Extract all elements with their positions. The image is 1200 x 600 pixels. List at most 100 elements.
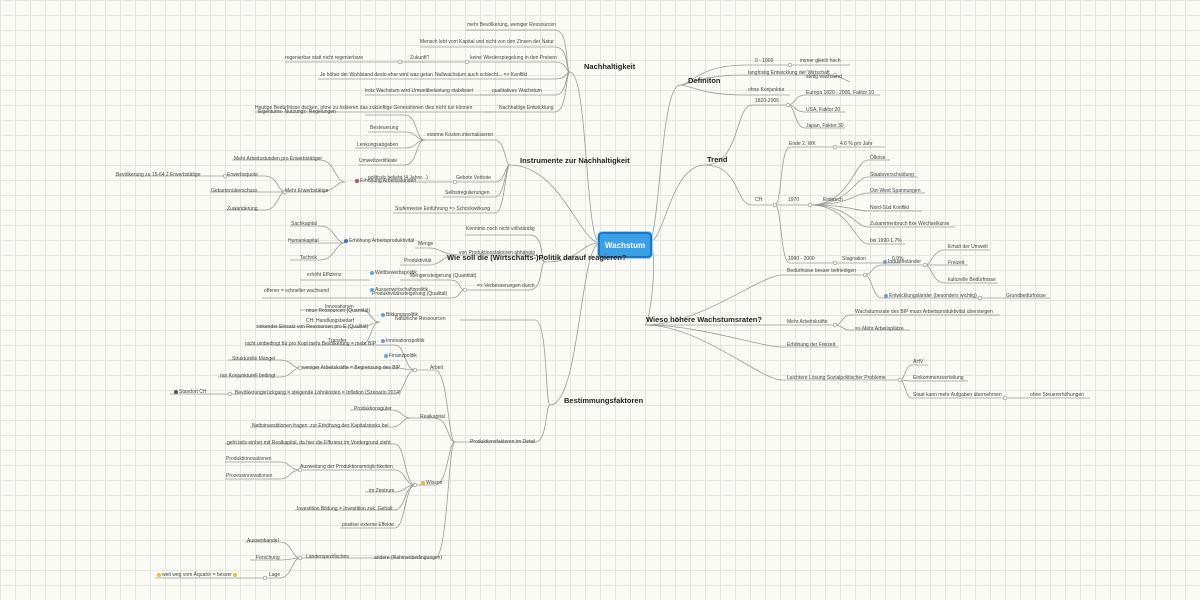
node[interactable]: Grundbedürfnisse bbox=[1006, 293, 1046, 299]
node[interactable]: Prozessinnovationen bbox=[226, 473, 273, 479]
node[interactable]: Produktionsfaktoren im Detail bbox=[470, 439, 536, 445]
node[interactable]: Heutige Bedürfnisse decken, ohne zu risk… bbox=[255, 105, 473, 111]
node[interactable]: Erhöhung der Freizeit bbox=[787, 342, 836, 348]
node[interactable]: Geburtenüberschuss bbox=[211, 188, 258, 194]
node[interactable]: Mehr Arbeitskräfte bbox=[787, 319, 828, 325]
node[interactable]: Länderspezifisches bbox=[306, 554, 349, 560]
node[interactable]: Staat kann mehr Aufgaben übernehmen bbox=[913, 392, 1002, 398]
branch-definiton[interactable]: Definiton bbox=[688, 76, 721, 85]
node[interactable]: neue Ressourcen (Quantität) bbox=[306, 308, 371, 314]
node[interactable]: keine Wiederspiegelung in den Preisen bbox=[470, 55, 557, 61]
node[interactable]: Japan, Faktor 30 bbox=[806, 123, 844, 129]
node[interactable]: Produktionsgüter bbox=[354, 406, 392, 412]
node[interactable]: Erhöhung Arbeitsstunden bbox=[355, 178, 416, 184]
node[interactable]: AHV bbox=[913, 359, 924, 365]
node[interactable]: im Zentrum bbox=[369, 488, 395, 494]
node[interactable]: Besteuerung bbox=[370, 125, 399, 131]
node[interactable]: positive externe Effekte bbox=[342, 522, 394, 528]
node[interactable]: Ausweitung der Produktionsmöglichkeiten bbox=[300, 464, 393, 470]
node[interactable]: trotz Wachstum wird Umweltbelastung stab… bbox=[365, 88, 474, 94]
node[interactable]: langfristig Entwicklung der Wirtschaft bbox=[748, 70, 830, 76]
node[interactable]: Transfer bbox=[328, 338, 347, 344]
node[interactable]: Nord-Süd Konflikt bbox=[870, 205, 910, 211]
node[interactable]: bis 1990 1.7% bbox=[870, 238, 902, 244]
node[interactable]: USA, Faktor 20 bbox=[806, 107, 841, 113]
node[interactable]: Ende 2. WK bbox=[789, 141, 816, 147]
node[interactable]: Staatsverschuldung bbox=[870, 172, 914, 178]
node[interactable]: Nachhaltige Entwicklung bbox=[499, 105, 554, 111]
node[interactable]: 1820-2006 bbox=[755, 98, 779, 104]
node[interactable]: ohne Konjunktur bbox=[748, 87, 785, 93]
node[interactable]: Forschung bbox=[256, 555, 280, 561]
node[interactable]: Arbeit bbox=[430, 365, 444, 371]
node[interactable]: sinkender Einsatz von Ressourcen pro E (… bbox=[256, 324, 369, 330]
node[interactable]: Finanzpolitik bbox=[384, 353, 417, 359]
node[interactable]: Je höher der Wohlstand desto eher wird w… bbox=[320, 72, 433, 78]
node[interactable]: Wachstumsrate des BIP muss Arbeitsproduk… bbox=[855, 309, 993, 315]
node[interactable]: 4.6 % pro Jahr bbox=[840, 141, 873, 147]
node[interactable]: Einkommensverteilung bbox=[913, 375, 964, 381]
node[interactable]: mehr Bevölkerung = mehr BIP bbox=[309, 341, 377, 347]
node[interactable]: Leichtere Lösung Sozialpolitischer Probl… bbox=[787, 375, 886, 381]
node[interactable]: Freizeit bbox=[948, 260, 965, 266]
node[interactable]: Mehr Arbeitsstunden pro Erwerbstätiger bbox=[234, 156, 323, 162]
node[interactable]: Bedürfnisse besser befriedigen bbox=[787, 268, 856, 274]
node[interactable]: immer gleich hoch bbox=[800, 58, 841, 64]
node[interactable]: Zusammenbruch fixe Wechselkurse bbox=[870, 221, 950, 227]
node[interactable]: externe Kosten internalisieren bbox=[427, 132, 494, 138]
node[interactable]: Humankapital bbox=[288, 238, 319, 244]
node[interactable]: Zuwanderung bbox=[227, 206, 258, 212]
node[interactable]: Produktinnovationen bbox=[226, 456, 272, 462]
branch-instrumente[interactable]: Instrumente zur Nachhaltigkeit bbox=[520, 156, 630, 165]
node[interactable]: Wettbewerbspolitik bbox=[370, 270, 417, 276]
node[interactable]: weniger Arbeitskräfte = Begrenzung des B… bbox=[302, 365, 401, 371]
node[interactable]: Aussenwirtschaftspolitik bbox=[370, 287, 428, 293]
node[interactable]: Mengensteigerung (Quantität) bbox=[410, 273, 477, 279]
branch-politik[interactable]: Wie soll die (Wirtschafts-)Politik darau… bbox=[447, 253, 627, 262]
node[interactable]: weit weg vom Äquator = besser bbox=[157, 572, 238, 578]
branch-bestimmungsfaktoren[interactable]: Bestimmungsfaktoren bbox=[564, 396, 644, 405]
node[interactable]: Bildungspolitik bbox=[381, 312, 418, 318]
root-node[interactable]: Wachstum bbox=[598, 232, 652, 258]
node[interactable]: CH bbox=[755, 197, 763, 203]
node[interactable]: mehr Bevölkerung, weniger Ressourcen bbox=[467, 22, 556, 28]
node[interactable]: Technik bbox=[300, 255, 317, 261]
node[interactable]: Standort CH bbox=[174, 389, 207, 395]
node[interactable]: 1970 bbox=[788, 197, 800, 203]
node[interactable]: Einbruch bbox=[823, 197, 843, 203]
node[interactable]: andere (Rahmenbedingungen) bbox=[374, 555, 443, 561]
node[interactable]: Strukturelle Mängel bbox=[232, 356, 276, 362]
node[interactable]: nicht umbedingt für pro Kopf bbox=[245, 341, 308, 347]
node[interactable]: Industrieländer bbox=[883, 259, 921, 265]
node[interactable]: Entwicklungsländer (besonders wichtig) bbox=[884, 293, 977, 299]
node[interactable]: qualitatives Wachstum bbox=[492, 88, 542, 94]
node[interactable]: => Verbesserungen durch bbox=[477, 283, 535, 289]
node[interactable]: CH: Handlungsbedarf bbox=[306, 318, 355, 324]
node[interactable]: Ost-West Spannungen bbox=[870, 188, 921, 194]
node[interactable]: => Mehr Arbeitsplätze bbox=[855, 326, 904, 332]
node[interactable]: Erwerbsquote bbox=[227, 172, 258, 178]
node[interactable]: Realkapital bbox=[420, 414, 445, 420]
node[interactable]: Menge bbox=[418, 241, 434, 247]
node[interactable]: Europa 1820 - 2006, Faktor 10 bbox=[806, 90, 875, 96]
node[interactable]: offener = schneller wachsend bbox=[264, 288, 330, 294]
node[interactable]: Stufenweise Einführung => Schockwirkung bbox=[395, 206, 491, 212]
node[interactable]: Aussenhandel bbox=[247, 538, 279, 544]
node[interactable]: Innovationspolitik bbox=[381, 338, 424, 344]
node[interactable]: ohne Steuererhöhungen bbox=[1030, 392, 1084, 398]
node[interactable]: Ölkrise bbox=[870, 155, 886, 161]
node[interactable]: Erhöhung Arbeitsproduktivität bbox=[344, 238, 414, 244]
node[interactable]: Natürliche Ressourcen bbox=[395, 316, 446, 322]
node[interactable]: Erhalt der Umwelt bbox=[948, 244, 988, 250]
node[interactable]: Mehr Erwerbstätige bbox=[285, 188, 329, 194]
node[interactable]: regenierbar statt nicht regenierbare bbox=[285, 55, 364, 61]
node[interactable]: Gebote Verbote bbox=[456, 175, 492, 181]
node[interactable]: politisch beliebt (4 Jahre...) bbox=[368, 175, 428, 181]
node[interactable]: Umweltzertifikate bbox=[359, 158, 398, 164]
node[interactable]: Stagnation bbox=[842, 256, 866, 262]
node[interactable]: Produktivität bbox=[404, 258, 432, 264]
node[interactable]: Nettoinvestitionen fragen: zur Erhöhung … bbox=[252, 423, 389, 429]
node[interactable]: Innovationen bbox=[325, 304, 354, 310]
node[interactable]: Lage bbox=[269, 572, 281, 578]
node[interactable]: Investition Bildung = Investition zuk. G… bbox=[297, 506, 393, 512]
